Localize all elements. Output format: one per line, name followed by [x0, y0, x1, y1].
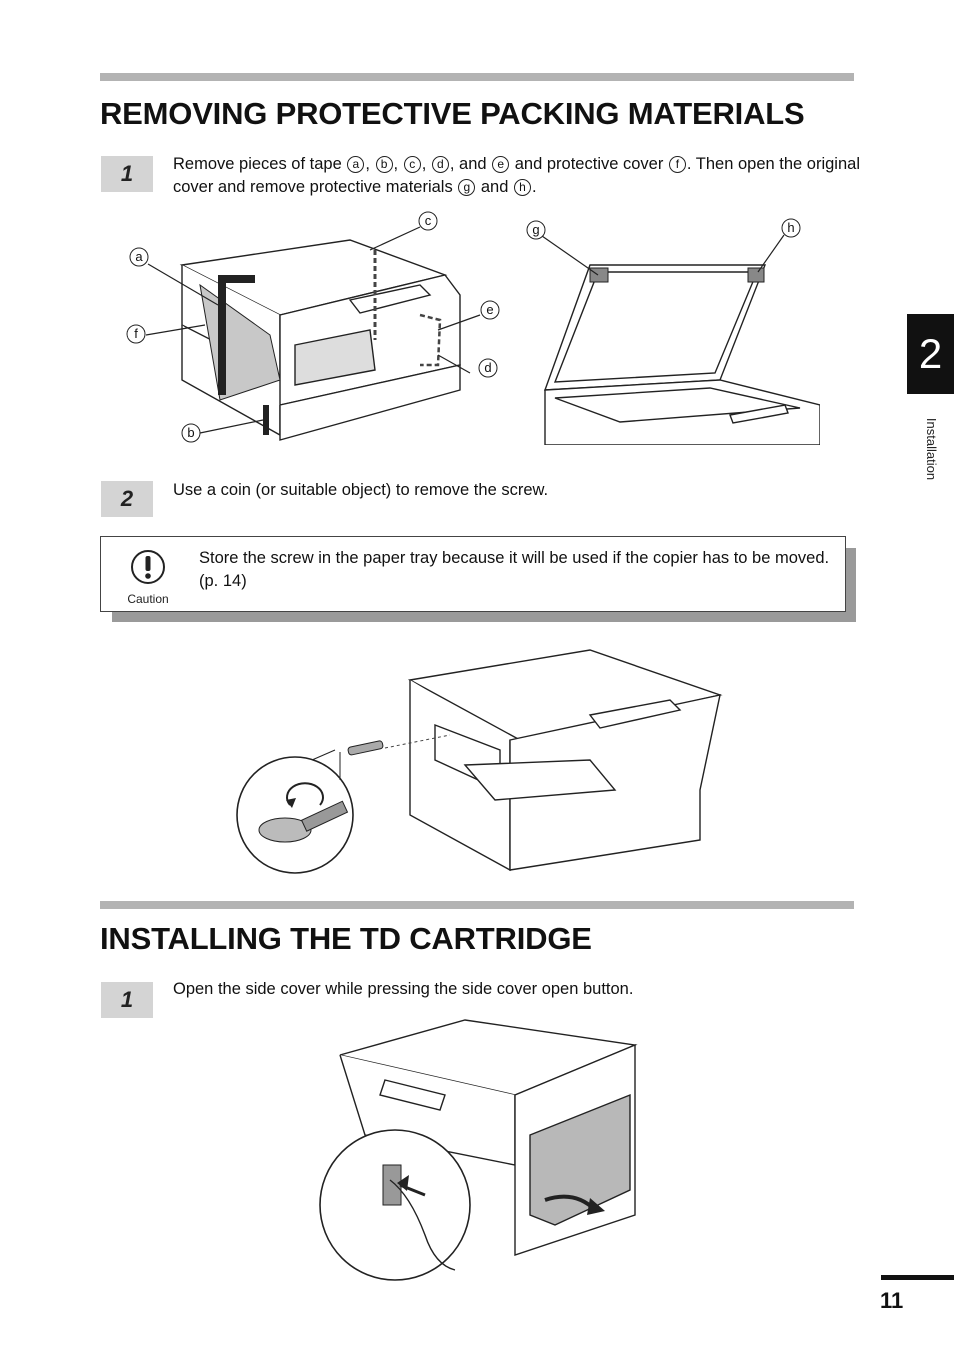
text-segment: , [421, 155, 431, 173]
chapter-tab: 2 [907, 314, 954, 394]
section-title-packing: REMOVING PROTECTIVE PACKING MATERIALS [100, 96, 805, 131]
label-c: c [425, 213, 432, 228]
text-segment: and [476, 178, 513, 196]
step-text: Use a coin (or suitable object) to remov… [173, 481, 549, 499]
section-rule-top [100, 73, 854, 81]
open-cover-illustration: g h [526, 218, 820, 445]
copier-tape-illustration: a f b c e d [126, 211, 500, 443]
circled-letter-c: c [403, 156, 421, 173]
label-d: d [484, 360, 491, 375]
screw-removal-illustration [236, 649, 723, 874]
exclamation-icon [131, 550, 165, 584]
label-a: a [135, 249, 143, 264]
text-segment: , and [449, 155, 492, 173]
chapter-label: Installation [924, 417, 939, 481]
circled-letter-g: g [458, 179, 476, 196]
label-a-circle [129, 247, 149, 267]
page-number-rule [881, 1275, 954, 1280]
step-number: 1 [101, 156, 153, 192]
side-cover-illustration [319, 1019, 638, 1281]
step-number: 1 [101, 982, 153, 1018]
text-segment: , [365, 155, 375, 173]
label-e-circle [480, 300, 500, 320]
caution-box: Caution Store the screw in the paper tra… [100, 536, 846, 612]
label-f-circle [126, 324, 146, 344]
label-b-circle [181, 423, 201, 443]
caution-label: Caution [127, 592, 169, 606]
label-h: h [787, 220, 794, 235]
circled-letter-b: b [375, 156, 393, 173]
text-segment: . [532, 178, 537, 196]
label-b: b [187, 425, 194, 440]
circled-letter-h: h [514, 179, 531, 196]
step-text: Open the side cover while pressing the s… [173, 980, 634, 998]
circled-letter-e: e [492, 156, 510, 173]
section-rule-td [100, 901, 854, 909]
label-d-circle [478, 358, 498, 378]
step-text: Remove pieces of tape a, b, c, d, and e … [173, 153, 863, 199]
circled-letter-d: d [431, 156, 449, 173]
label-e: e [486, 302, 493, 317]
text-segment: , [393, 155, 403, 173]
caution-text: Store the screw in the paper tray becaus… [199, 549, 830, 590]
section-title-td-cartridge: INSTALLING THE TD CARTRIDGE [100, 921, 592, 956]
circled-letter-f: f [668, 156, 686, 173]
label-c-circle [418, 211, 438, 231]
step-number: 2 [101, 481, 153, 517]
label-g: g [532, 222, 539, 237]
circled-letter-a: a [347, 156, 365, 173]
text-segment: . Then open the original cover and remov… [173, 155, 860, 196]
caution-icon-group: Caution [123, 549, 173, 606]
label-f: f [134, 326, 138, 341]
page-number: 11 [880, 1288, 904, 1313]
text-segment: and protective cover [510, 155, 668, 173]
text-segment: Remove pieces of tape [173, 155, 347, 173]
